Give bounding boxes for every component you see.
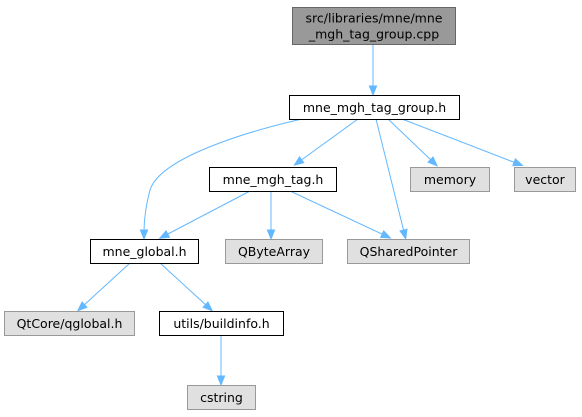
arrowhead-global_h-to-qglobal xyxy=(76,301,88,312)
node-root[interactable]: src/libraries/mne/mne_mgh_tag_group.cpp xyxy=(292,7,456,45)
node-label: utils/buildinfo.h xyxy=(173,316,269,331)
node-box xyxy=(209,167,337,192)
arrowhead-group_h-to-global_h xyxy=(139,229,149,241)
node-box xyxy=(347,239,470,264)
node-box xyxy=(514,167,576,192)
edge-tag_h-to-qsharedpointer xyxy=(289,190,385,236)
node-box xyxy=(225,239,323,264)
edge-global_h-to-buildinfo xyxy=(159,262,208,307)
edges-layer xyxy=(76,44,524,387)
node-label: mne_global.h xyxy=(102,244,186,259)
node-memory: memory xyxy=(410,167,490,192)
arrowhead-group_h-to-vector xyxy=(512,158,524,167)
node-global-h[interactable]: mne_global.h xyxy=(90,239,199,264)
edge-tag_h-to-global_h xyxy=(165,190,251,236)
node-label: _mgh_tag_group.cpp xyxy=(308,27,439,42)
edge-global_h-to-qglobal xyxy=(82,262,131,307)
arrowhead-tag_h-to-global_h xyxy=(158,229,171,239)
node-box xyxy=(4,311,135,336)
edge-group_h-to-global_h xyxy=(143,118,303,233)
node-label: mne_mgh_tag_group.h xyxy=(303,100,446,115)
node-label: memory xyxy=(424,172,477,187)
node-label: mne_mgh_tag.h xyxy=(223,172,324,187)
arrowhead-buildinfo-to-cstring xyxy=(216,375,226,387)
arrowhead-group_h-to-tag_h xyxy=(293,156,305,166)
node-group-h[interactable]: mne_mgh_tag_group.h xyxy=(289,95,460,120)
arrowhead-root-to-group_h xyxy=(368,85,378,97)
node-label: src/libraries/mne/mne xyxy=(306,11,443,26)
node-box xyxy=(292,7,456,45)
arrowhead-group_h-to-memory xyxy=(427,156,439,167)
edge-group_h-to-qsharedpointer xyxy=(375,118,405,233)
node-box xyxy=(410,167,490,192)
node-qglobal: QtCore/qglobal.h xyxy=(4,311,135,336)
node-label: QSharedPointer xyxy=(360,244,459,259)
node-label: cstring xyxy=(200,390,243,405)
node-label: QtCore/qglobal.h xyxy=(17,316,123,331)
node-box xyxy=(90,239,199,264)
node-label: QByteArray xyxy=(238,244,311,259)
node-box xyxy=(289,95,460,120)
arrowhead-group_h-to-qsharedpointer xyxy=(399,228,408,241)
node-qsharedpointer: QSharedPointer xyxy=(347,239,470,264)
nodes-layer: src/libraries/mne/mne_mgh_tag_group.cppm… xyxy=(4,7,576,410)
node-qbytearray: QByteArray xyxy=(225,239,323,264)
node-buildinfo[interactable]: utils/buildinfo.h xyxy=(159,311,284,336)
node-tag-h[interactable]: mne_mgh_tag.h xyxy=(209,167,337,192)
arrowhead-tag_h-to-qsharedpointer xyxy=(379,230,392,239)
node-vector: vector xyxy=(514,167,576,192)
node-label: vector xyxy=(525,172,566,187)
node-cstring: cstring xyxy=(187,385,256,410)
arrowhead-tag_h-to-qbytearray xyxy=(266,229,276,241)
arrowhead-global_h-to-buildinfo xyxy=(202,301,214,312)
edge-group_h-to-vector xyxy=(401,118,517,164)
edge-group_h-to-tag_h xyxy=(299,118,359,162)
node-box xyxy=(187,385,256,410)
node-box xyxy=(159,311,284,336)
edge-group_h-to-memory xyxy=(387,118,433,162)
